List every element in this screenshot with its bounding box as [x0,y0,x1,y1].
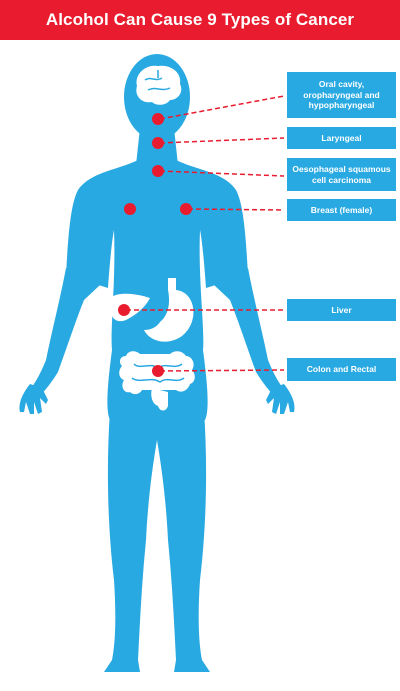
connector-colon [159,369,285,372]
label-laryngeal: Laryngeal [287,127,396,149]
label-breast: Breast (female) [287,199,396,221]
label-colon-rectal: Colon and Rectal [287,358,396,381]
label-colon-rectal-text: Colon and Rectal [306,364,377,375]
marker-breast-right [180,203,192,215]
label-breast-text: Breast (female) [310,204,373,215]
label-laryngeal-text: Laryngeal [321,132,362,143]
label-oesophageal: Oesophageal squamous cell carcinoma [287,158,396,191]
marker-colon [152,365,164,377]
connector-laryngeal [159,137,285,144]
title-bar: Alcohol Can Cause 9 Types of Cancer [0,0,400,40]
page-title: Alcohol Can Cause 9 Types of Cancer [45,10,355,29]
connector-oral [159,95,285,120]
marker-breast-left [124,203,136,215]
liver-icon [109,293,150,322]
label-oesophageal-text: Oesophageal squamous cell carcinoma [292,164,391,185]
marker-oral [152,113,164,125]
label-liver: Liver [287,299,396,321]
label-liver-text: Liver [331,304,352,315]
marker-liver [118,304,130,316]
connector-lines [126,95,285,372]
marker-laryngeal [152,137,164,149]
marker-oesophageal [152,165,164,177]
connector-oesophageal [159,170,285,177]
label-oral-cavity: Oral cavity, oropharyngeal and hypophary… [287,72,396,118]
label-oral-cavity-text: Oral cavity, oropharyngeal and hypophary… [303,79,380,111]
connector-breast [187,208,285,211]
brain-icon [136,65,182,105]
cancer-markers [118,113,192,377]
